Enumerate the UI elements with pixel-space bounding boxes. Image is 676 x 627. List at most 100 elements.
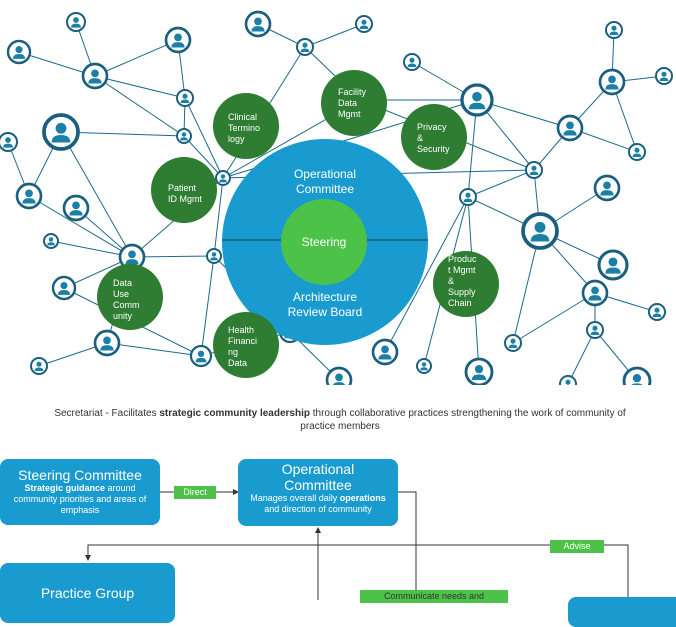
person-icon [66,12,86,32]
network-edge [183,135,224,179]
network-edge [512,292,596,344]
steering-label: Steering [301,235,347,249]
person-icon [559,375,577,385]
network-edge [567,329,596,385]
working-group-circles [97,70,499,378]
person-icon [403,53,421,71]
direct-label: Direct [174,486,216,499]
network-edge [28,195,133,258]
person-icon [93,329,121,357]
patient-id-label: Patient ID Mgmt [168,183,203,204]
community-network-diagram [0,10,673,385]
person-icon [605,21,623,39]
steering-committee-desc: Strategic guidance around community prio… [0,483,160,516]
working-group-circle [213,93,279,159]
person-icon [655,67,673,85]
person-icon [459,188,477,206]
person-icon [0,132,18,152]
architecture-review-board-label: Architecture Review Board [268,290,382,320]
op-desc-pre: Manages overall daily [250,493,340,503]
network-edge [131,255,215,258]
steering-desc-rest: around community priorities and areas of… [13,483,147,515]
caption-suffix: through collaborative practices strength… [300,408,626,432]
person-icon [62,194,90,222]
person-icon [521,212,559,250]
person-icon [622,366,652,385]
network-edge [106,342,202,357]
person-icon [164,26,192,54]
product-mgmt-label: Produc t Mgmt & Supply Chain [448,254,477,308]
network-edge [94,39,179,77]
communicate-connector [398,491,417,600]
person-icon [176,128,192,144]
person-icon [244,10,272,38]
data-use-label: Data Use Comm unity [113,278,140,321]
arb-label-line2: Review Board [287,305,363,319]
network-edge [512,230,541,344]
person-icon [464,357,494,385]
op-label-line1: Operational [293,167,357,181]
person-icon [176,89,194,107]
network-edge [384,196,469,353]
practice-group-box: Practice Group [0,563,175,623]
working-group-circle [433,251,499,317]
network-edge [50,240,133,258]
person-icon [648,303,666,321]
person-icon [206,248,222,264]
caption-prefix: Secretariat - Facilitates [54,408,160,419]
secretariat-caption: Secretariat - Facilitates strategic comm… [40,407,640,433]
operational-title-1: Operational [281,461,355,477]
person-icon [597,249,629,281]
clinical-terminology-label: Clinical Termino logy [228,112,261,144]
person-icon [598,68,626,96]
advise-label: Advise [550,540,604,553]
person-icon [215,170,231,186]
person-icon [325,366,353,385]
working-group-circle [151,157,217,223]
person-icon [504,334,522,352]
facility-data-label: Facility Data Mgmt [338,87,367,119]
person-icon [30,357,48,375]
communicate-label: Communicate needs and [360,590,508,603]
network-edge [60,131,185,137]
person-icon [593,174,621,202]
op-label-line2: Committee [295,182,354,196]
person-icon [416,358,432,374]
network-edge [304,23,365,48]
steering-desc-bold: Strategic guidance [24,483,105,493]
operational-desc: Manages overall daily operations and dir… [238,493,398,515]
working-group-circle [213,312,279,378]
working-group-circle [321,70,387,136]
person-icon [51,275,77,301]
operational-committee-label: Operational Committee [270,167,380,197]
op-desc-bold: operations [339,493,386,503]
network-edge [184,97,224,179]
person-icon [6,39,32,65]
person-icon [81,62,109,90]
practice-group-title: Practice Group [40,585,135,601]
network-edge [94,75,186,99]
working-group-circle [97,264,163,330]
operational-title-2: Committee [284,477,352,493]
steering-committee-title: Steering Committee [18,467,142,483]
operational-committee-box: Operational Committee Manages overall da… [238,459,398,526]
person-icon [355,15,373,33]
person-icon [460,83,494,117]
person-icon [15,182,43,210]
person-icon [42,113,80,151]
person-icon [189,344,213,368]
network-edge [94,75,185,137]
steering-circle [281,199,367,285]
network-edge [467,169,535,198]
person-icon [581,279,609,307]
network-edge [60,131,133,258]
person-icon [628,143,646,161]
health-financing-label: Health Financi ng Data [228,325,258,368]
person-icon [586,321,604,339]
network-edge [213,177,224,257]
person-icon [43,233,59,249]
op-desc-post: and direction of community [264,504,372,514]
steering-committee-box: Steering Committee Strategic guidance ar… [0,459,160,525]
privacy-security-label: Privacy & Security [417,122,450,154]
arb-label-line1: Architecture [292,290,358,304]
